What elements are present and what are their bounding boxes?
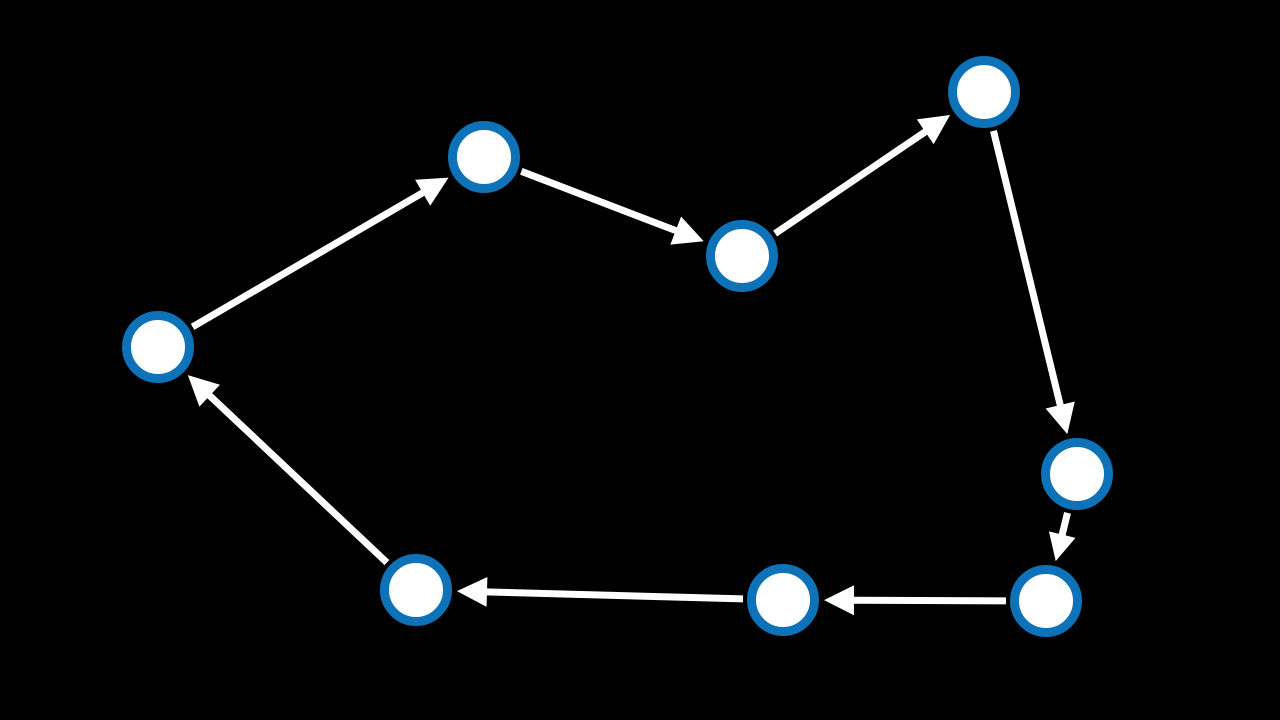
node-circle bbox=[1041, 438, 1113, 510]
edge-shaft bbox=[1058, 512, 1071, 538]
arrowhead-icon bbox=[670, 216, 704, 245]
graph-node[interactable] bbox=[1010, 565, 1082, 637]
node-circle bbox=[948, 56, 1020, 128]
graph-edge[interactable] bbox=[520, 168, 704, 245]
graph-edge[interactable] bbox=[456, 576, 744, 607]
edge-shaft bbox=[520, 168, 679, 235]
graph-edge[interactable] bbox=[1048, 512, 1076, 562]
node-circle bbox=[122, 311, 194, 383]
graph-edge[interactable] bbox=[773, 115, 951, 237]
graph-edge[interactable] bbox=[187, 375, 390, 566]
edge-shaft bbox=[190, 188, 427, 330]
graph-node[interactable] bbox=[747, 564, 819, 636]
graph-node[interactable] bbox=[1041, 438, 1113, 510]
graph-edge[interactable] bbox=[824, 585, 1007, 616]
arrowhead-icon bbox=[1048, 531, 1076, 562]
node-circle bbox=[380, 554, 452, 626]
graph-node[interactable] bbox=[448, 121, 520, 193]
edge-layer bbox=[187, 115, 1076, 616]
edge-shaft bbox=[205, 391, 390, 566]
arrowhead-icon bbox=[456, 576, 488, 607]
node-circle bbox=[1010, 565, 1082, 637]
graph-node[interactable] bbox=[706, 220, 778, 292]
edge-shaft bbox=[773, 127, 929, 237]
graph-node[interactable] bbox=[122, 311, 194, 383]
node-circle bbox=[448, 121, 520, 193]
graph-edge[interactable] bbox=[990, 130, 1075, 435]
arrowhead-icon bbox=[824, 585, 855, 616]
edge-shaft bbox=[851, 596, 1007, 605]
arrowhead-icon bbox=[916, 115, 951, 145]
node-circle bbox=[747, 564, 819, 636]
graph-node[interactable] bbox=[948, 56, 1020, 128]
node-circle bbox=[706, 220, 778, 292]
arrowhead-icon bbox=[415, 177, 449, 206]
edge-shaft bbox=[484, 588, 744, 603]
node-layer bbox=[122, 56, 1113, 637]
arrowhead-icon bbox=[187, 375, 220, 407]
edge-shaft bbox=[990, 130, 1065, 408]
arrowhead-icon bbox=[1045, 401, 1075, 435]
graph-edge[interactable] bbox=[190, 177, 449, 330]
graph-node[interactable] bbox=[380, 554, 452, 626]
